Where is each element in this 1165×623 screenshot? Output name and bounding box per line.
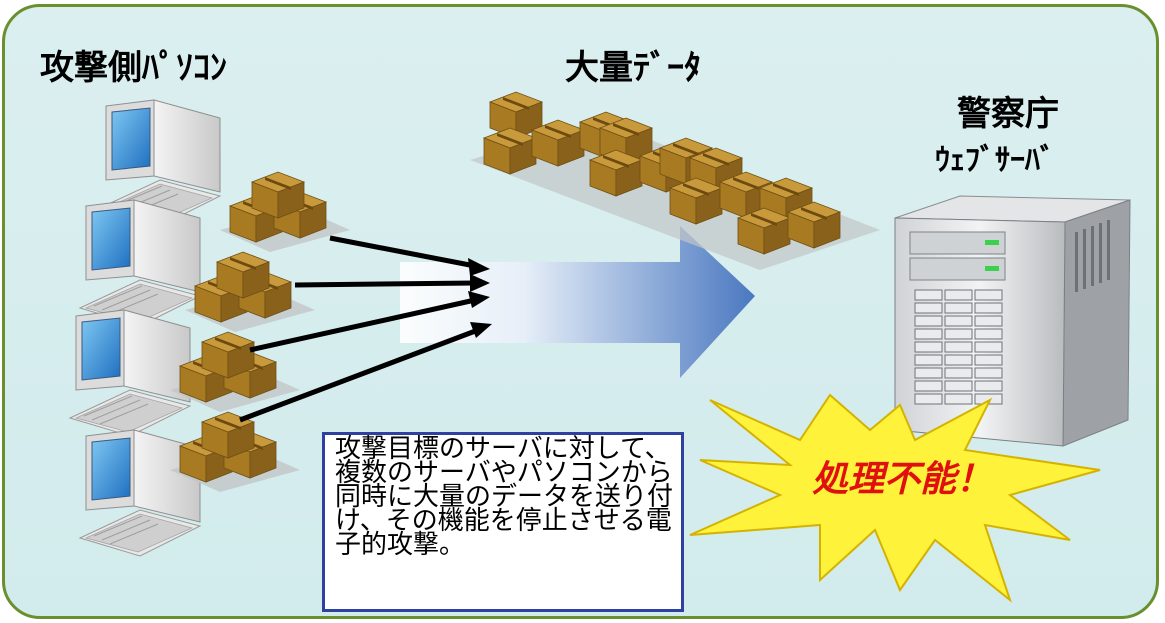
- description-box: 攻撃目標のサーバに対して、複数のサーバやパソコンから同時に大量のデータを送り付け…: [322, 432, 684, 612]
- mass-data-boxes: [470, 91, 880, 270]
- mass-data-label: 大量ﾃﾞｰﾀ: [565, 48, 701, 88]
- data-boxes-2: [185, 252, 315, 332]
- attacker-computer-2: [79, 199, 201, 327]
- overload-text: 処理不能！: [812, 459, 993, 500]
- target-name-label: 警察庁: [957, 94, 1059, 134]
- flow-arrow: [400, 226, 755, 378]
- burst-shape: [689, 393, 1101, 603]
- target-server-label: ｳｪﾌﾞｻｰﾊﾞ: [935, 143, 1055, 178]
- server-icon: [894, 195, 1131, 447]
- attacker-computer-3: [69, 309, 191, 437]
- attack-arrows: [239, 235, 492, 423]
- attacker-pc-label: 攻撃側ﾊﾟｿｺﾝ: [40, 48, 227, 88]
